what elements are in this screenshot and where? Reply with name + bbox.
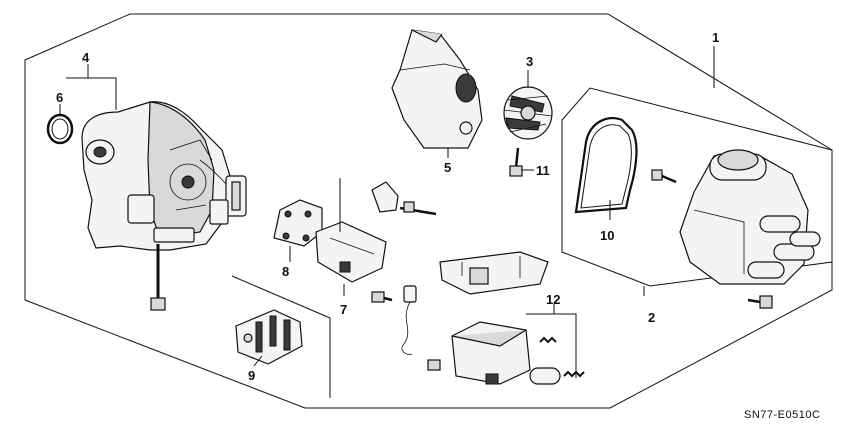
control-module	[315, 221, 387, 283]
housing-bolt	[150, 244, 166, 311]
cap-screw	[651, 169, 773, 309]
callout-1: 1	[712, 30, 719, 45]
sensor-lead	[401, 285, 441, 371]
pickup-plate	[273, 199, 323, 247]
callout-3: 3	[526, 54, 533, 69]
callout-8: 8	[282, 264, 289, 279]
callout-2: 2	[648, 310, 655, 325]
coil-springs	[539, 336, 585, 378]
diagram-code: SN77-E0510C	[744, 409, 820, 421]
module-screw	[371, 291, 393, 303]
igniter-unit	[235, 309, 303, 365]
o-ring	[46, 113, 74, 145]
callout-9: 9	[248, 368, 255, 383]
ignition-coil	[451, 321, 561, 385]
assembly-boundary	[24, 13, 833, 409]
seal-cover	[391, 29, 483, 149]
callout-10: 10	[600, 228, 614, 243]
callout-4: 4	[82, 50, 90, 65]
leader-lines	[59, 46, 715, 378]
igniter-group-boundary	[231, 275, 331, 398]
callout-11: 11	[536, 163, 550, 178]
cap-group-boundary	[561, 87, 833, 287]
rotor	[503, 86, 553, 140]
distributor-cap	[679, 149, 821, 285]
cap-gasket	[574, 116, 638, 214]
bracket-screw	[371, 181, 437, 216]
igniter-bracket	[439, 251, 549, 295]
screw-11	[509, 147, 523, 177]
callout-7: 7	[340, 302, 347, 317]
wire-connector	[199, 159, 247, 225]
callout-5: 5	[444, 160, 451, 175]
callout-6: 6	[56, 90, 63, 105]
distributor-housing	[81, 101, 231, 251]
callout-12: 12	[546, 292, 560, 307]
